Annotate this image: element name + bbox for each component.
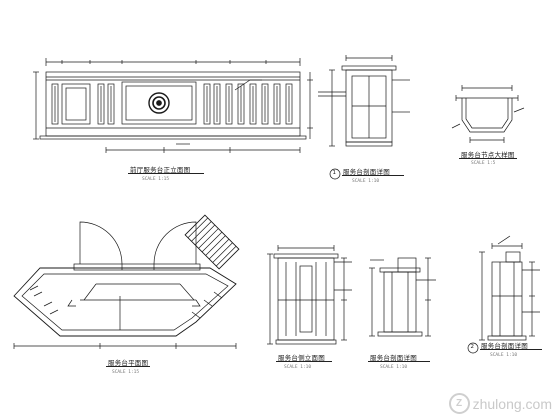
section-3-marker: 2 [470,344,475,350]
plan-scale: SCALE 1:15 [112,370,140,375]
section-3-drawing [467,235,540,354]
watermark: Z zhulong.com [448,393,552,414]
section-1-title: 服务台剖面详图 [343,168,390,176]
front-elevation-title: 前厅服务台正立面图 [130,166,191,174]
plan-title: 服务台平面图 [108,359,149,367]
side-elevation-underline [276,361,332,362]
section-3-underline [480,349,542,350]
elevation-pillar [225,83,233,125]
watermark-text: zhulong.com [472,395,552,412]
elevation-pillar [51,83,59,125]
node-detail-drawing [451,85,525,143]
elevation-pillar [203,83,211,125]
section-2-scale: SCALE 1:10 [380,365,408,370]
front-elevation-underline [128,173,204,174]
elevation-pillar [213,83,221,125]
section-3-scale: SCALE 1:10 [490,353,518,358]
side-elevation-title: 服务台侧立面图 [278,354,325,362]
zhulong-logo-icon: Z [448,393,470,414]
section-3-title: 服务台剖面详图 [481,342,528,350]
elevation-pillar [107,83,115,125]
section-1-underline [342,175,404,176]
node-detail-scale: SCALE 1:5 [471,161,496,166]
section-2-title: 服务台剖面详图 [370,354,417,362]
section-2-underline [368,361,430,362]
side-elevation-drawing [267,245,352,345]
elevation-pillar [261,83,269,125]
front-elevation-drawing [33,58,313,153]
side-elevation-scale: SCALE 1:10 [284,365,312,370]
front-elevation-scale: SCALE 1:15 [142,177,170,182]
section-2-drawing [369,257,436,337]
node-detail-underline [459,158,517,159]
node-detail-title: 服务台节点大样图 [461,151,515,159]
section-1-marker: 1 [332,170,337,176]
elevation-pillar [249,83,257,125]
elevation-pillar [237,83,245,125]
section-1-scale: SCALE 1:10 [352,179,380,184]
elevation-pillar [97,83,105,125]
plan-underline [106,366,150,367]
elevation-pillar [285,83,293,125]
section-1-drawing [318,55,410,180]
elevation-pillar [273,83,281,125]
plan-drawing [13,214,240,349]
